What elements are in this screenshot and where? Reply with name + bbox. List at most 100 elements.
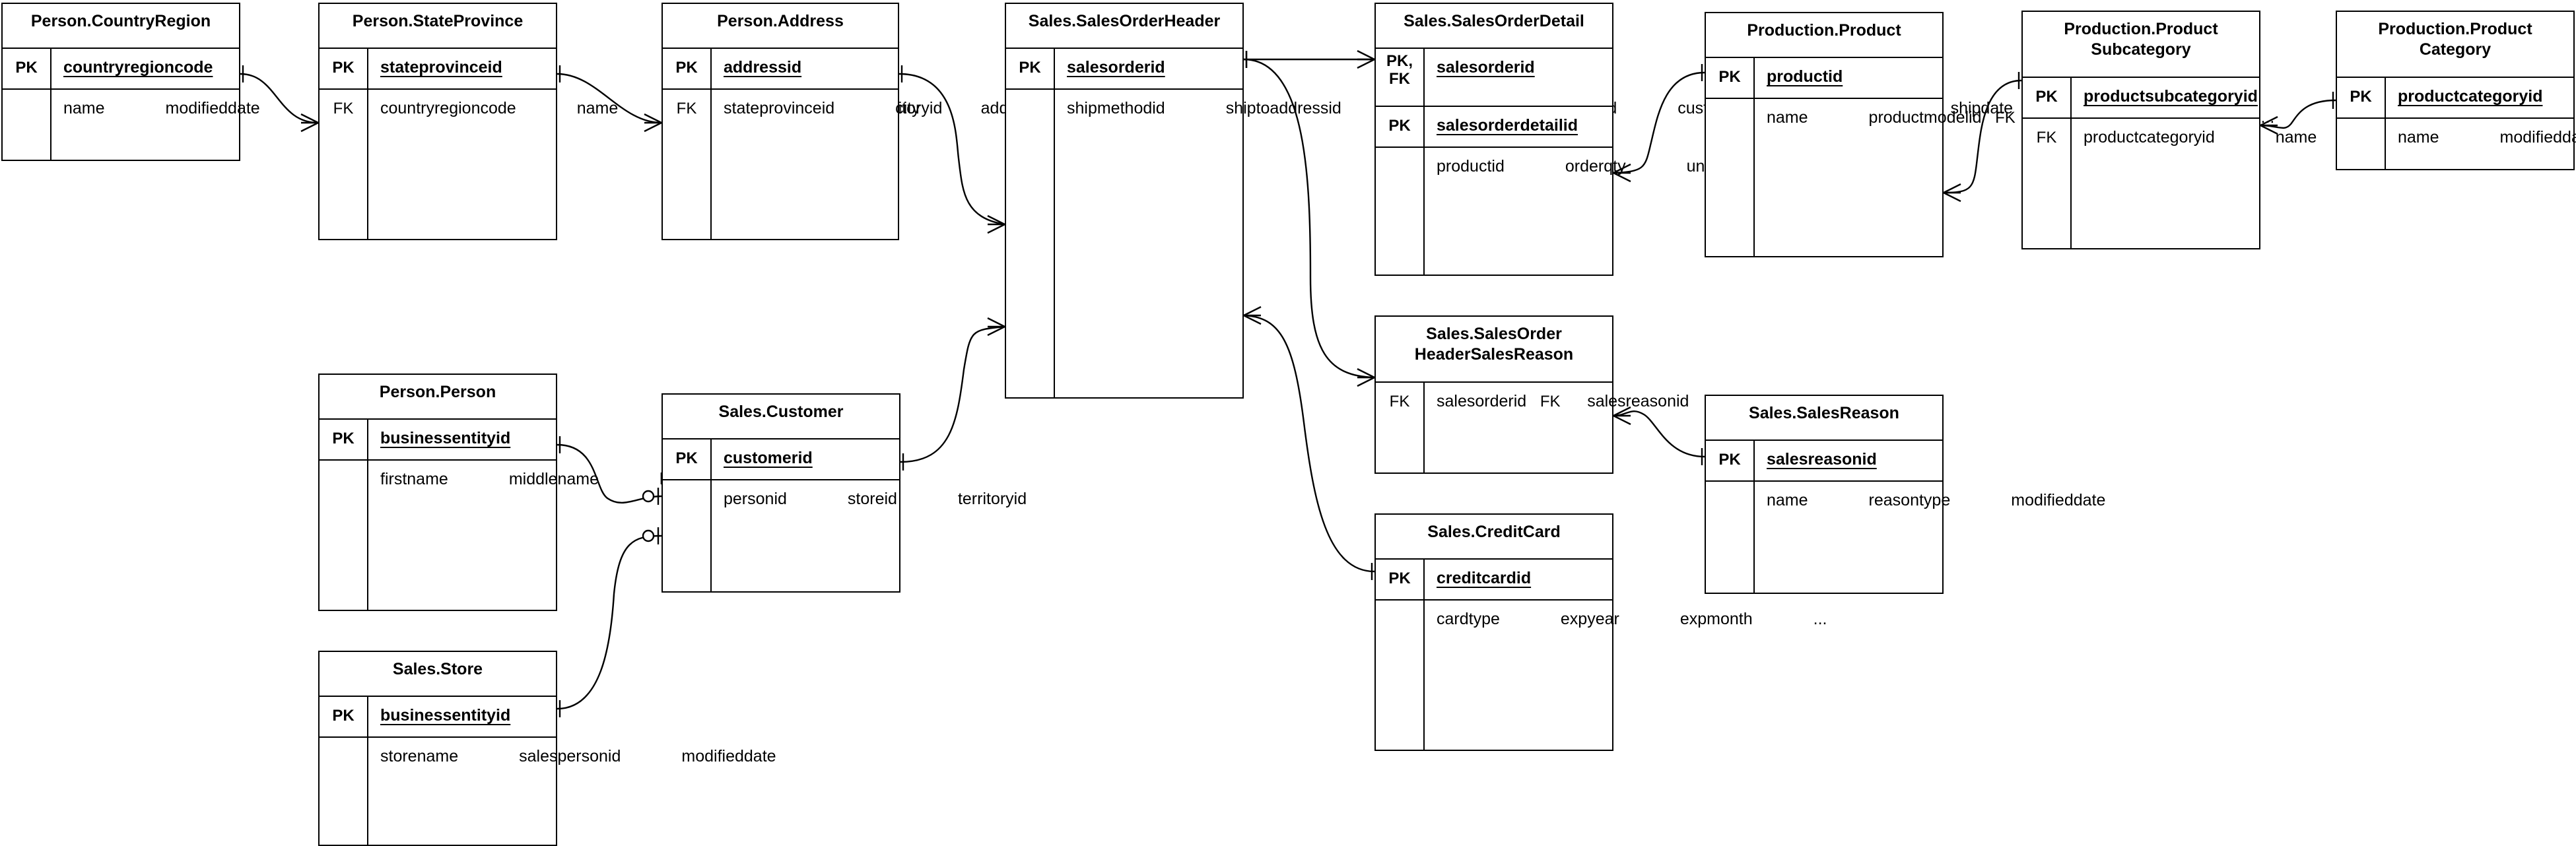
field-row[interactable]: ...: [1753, 601, 1827, 640]
cardinality-many-marker: [1243, 314, 1262, 325]
field-row[interactable]: expyear: [1500, 601, 1619, 640]
field-name: modifieddate: [2011, 491, 2106, 509]
key-column-divider: [1054, 49, 1055, 88]
key-tag-empty: [621, 738, 668, 748]
field-name: territoryid: [957, 490, 1027, 508]
key-tag-pk: PK: [15, 59, 38, 77]
field-row[interactable]: personid: [663, 480, 787, 520]
key-tag-empty: [787, 480, 834, 491]
key-tag-empty: [1619, 601, 1667, 611]
key-tag-empty: [599, 461, 646, 471]
field-row[interactable]: reasontype: [1808, 482, 1951, 521]
field-name: city: [895, 99, 920, 117]
field-row[interactable]: modifieddate: [1950, 482, 2105, 521]
field-row[interactable]: ...: [2200, 99, 2275, 139]
field-row[interactable]: name: [2215, 119, 2317, 158]
field-group: FKcountryregioncodenamestateprovincecode…: [320, 90, 942, 239]
key-column-divider: [710, 49, 712, 88]
key-tag-empty: [920, 90, 968, 100]
key-tag-pk: PK: [2350, 88, 2372, 106]
field-name: expyear: [1560, 610, 1619, 628]
field-name: shipmethodid: [1067, 99, 1165, 117]
field-row[interactable]: orderqty: [1505, 148, 1626, 187]
relationship-salesorderheader-creditcard: [1243, 314, 1375, 573]
field-row[interactable]: name: [1706, 99, 1808, 139]
field-row[interactable]: storeid: [787, 480, 897, 520]
field-name: salesorderid: [1067, 58, 1165, 77]
field-name: orderqty: [1565, 157, 1626, 176]
field-row[interactable]: middlename: [448, 461, 599, 500]
field-row[interactable]: shipdate: [1890, 90, 2014, 129]
field-row[interactable]: productmodelid: [1808, 99, 1982, 139]
field-row[interactable]: modifieddate: [105, 90, 260, 129]
field-row[interactable]: name: [2337, 119, 2439, 158]
field-row[interactable]: modifieddate: [621, 738, 776, 777]
field-row[interactable]: shipmethodid: [1006, 90, 1165, 129]
field-row[interactable]: salespersonid: [458, 738, 621, 777]
cardinality-many-marker: [987, 223, 1005, 234]
entity-title-sales-reason: Sales.SalesReason: [1706, 396, 1942, 441]
field-row[interactable]: storename: [320, 738, 458, 777]
key-tag-empty: [1689, 383, 1736, 393]
key-tag-pk: PK: [1718, 451, 1741, 469]
field-row[interactable]: city: [834, 90, 920, 129]
field-row[interactable]: expmonth: [1619, 601, 1753, 640]
key-tag-pk: PK: [1388, 569, 1411, 587]
field-name: salesreasonid: [1587, 392, 1689, 410]
field-row[interactable]: name: [1706, 482, 1808, 521]
key-tag-fk: FK: [1540, 393, 1561, 410]
field-row[interactable]: territoryid: [897, 480, 1027, 520]
field-name: expmonth: [1679, 610, 1753, 628]
field-row[interactable]: FK salesreasonid: [1526, 383, 1689, 422]
field-name: name: [2398, 128, 2439, 146]
entity-body-person: PKbusinessentityidfirstnamemiddlenamelas…: [320, 420, 801, 610]
field-row[interactable]: firstname: [320, 461, 448, 500]
field-row[interactable]: shiptoaddressid: [1165, 90, 1341, 129]
field-row[interactable]: modifieddate: [2439, 119, 2576, 158]
key-tag-empty: [1950, 482, 1998, 492]
key-tag-empty: [1376, 148, 1423, 158]
cardinality-many-marker: [1357, 368, 1375, 379]
field-row[interactable]: cardtype: [1376, 601, 1500, 640]
field-row[interactable]: name: [516, 90, 619, 129]
field-name: countryregioncode: [380, 99, 516, 117]
field-row[interactable]: productid: [1376, 148, 1505, 187]
field-row[interactable]: name: [3, 90, 105, 129]
